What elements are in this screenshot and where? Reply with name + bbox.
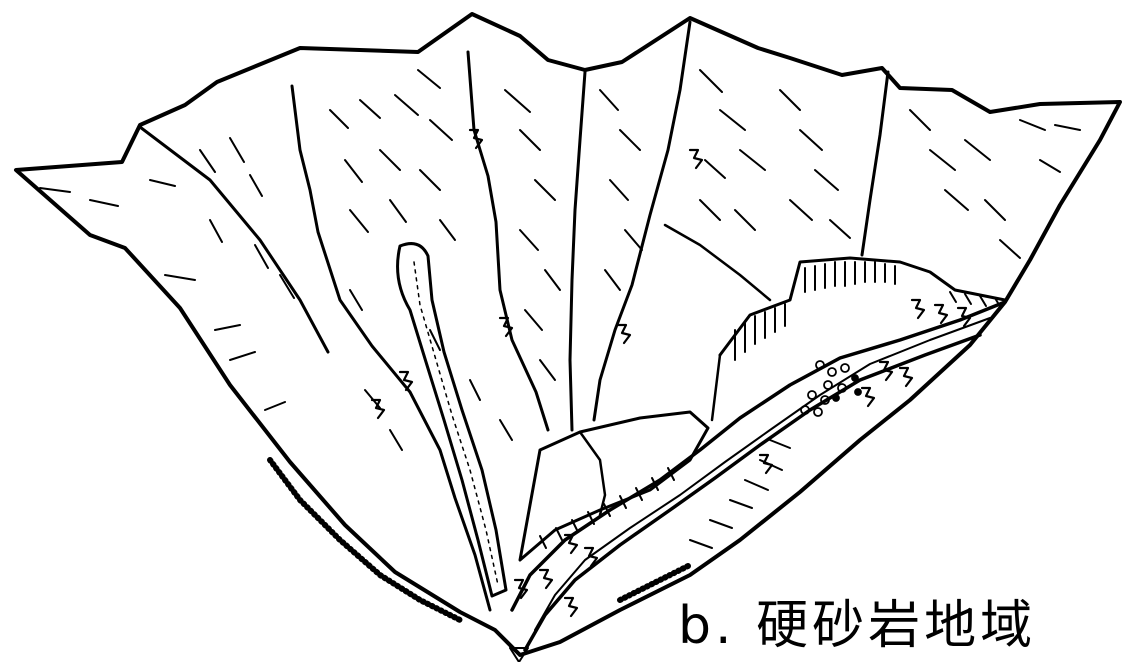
figure-caption: b. 硬砂岩地域 xyxy=(678,583,1036,658)
river-bank-upper xyxy=(512,302,1005,610)
ridge-line xyxy=(665,225,770,300)
terrace-cliff-base xyxy=(712,355,720,420)
ridge-line xyxy=(594,22,690,420)
fan-divide xyxy=(580,432,605,515)
alluvial-fan xyxy=(520,412,708,560)
mountain-ridge-outline xyxy=(16,14,1120,655)
boulder-cluster xyxy=(801,361,861,416)
ridge-line xyxy=(862,72,888,255)
ridge-line xyxy=(292,86,490,610)
ridge-line xyxy=(570,72,585,430)
ridge-line xyxy=(140,127,328,352)
debris-lobe xyxy=(398,244,506,596)
ridge-line xyxy=(468,52,548,430)
